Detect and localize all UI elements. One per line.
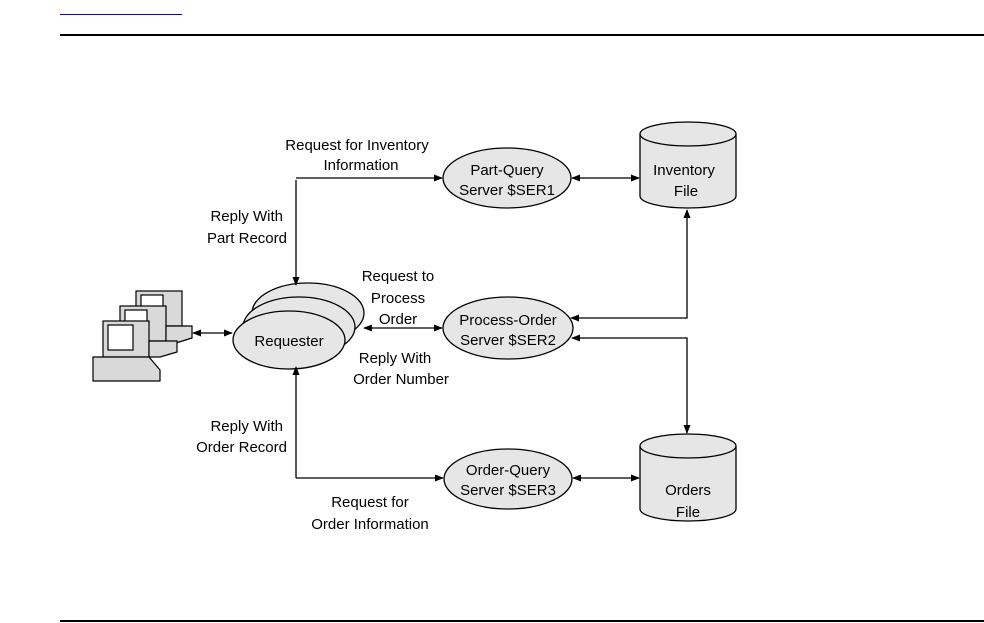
process-order-label-line1: Process-Order: [459, 312, 557, 329]
connectors: [192, 174, 691, 482]
part-query-label-line1: Part-Query: [470, 162, 544, 179]
reply-part-label-line2: Part Record: [207, 230, 287, 247]
request-order-info-label-line1: Request for: [331, 494, 409, 511]
part-query-label-line2: Server $SER1: [459, 182, 555, 199]
requester-node: [232, 282, 365, 370]
process-order-label-line2: Server $SER2: [460, 332, 556, 349]
part-query-server-node: [442, 147, 572, 209]
order-query-label-line1: Order-Query: [466, 462, 551, 479]
reply-order-record-label-line1: Reply With: [210, 418, 283, 435]
process-order-server-node: [442, 296, 574, 360]
inventory-file-label-line2: File: [674, 183, 698, 200]
orders-file-label-line1: Orders: [665, 482, 711, 499]
request-order-info-label-line2: Order Information: [311, 516, 429, 533]
top-link[interactable]: [60, 0, 182, 15]
request-process-label-line3: Order: [379, 311, 417, 328]
terminals-icon: [92, 290, 193, 382]
inventory-file-cylinder: [639, 121, 737, 209]
request-process-label-line2: Process: [371, 290, 425, 307]
request-inventory-label-line2: Information: [323, 157, 398, 174]
inventory-process-order-arrow: [570, 209, 691, 322]
reply-order-record-label-line2: Order Record: [196, 439, 287, 456]
reply-order-number-label-line2: Order Number: [353, 371, 449, 388]
order-query-server-node: [443, 448, 573, 510]
request-process-label-line1: Request to: [362, 268, 435, 285]
inventory-file-label-line1: Inventory: [653, 162, 715, 179]
process-order-orders-arrow: [571, 334, 691, 434]
order-query-label-line2: Server $SER3: [460, 482, 556, 499]
requester-label: Requester: [254, 333, 323, 350]
bottom-divider: [60, 620, 984, 622]
reply-order-number-label-line1: Reply With: [359, 350, 432, 367]
reply-part-label-line1: Reply With: [210, 208, 283, 225]
orders-file-label-line2: File: [676, 504, 700, 521]
request-inventory-label-line1: Request for Inventory: [285, 137, 429, 154]
orders-file-cylinder: [639, 433, 737, 522]
top-divider: [60, 34, 984, 36]
